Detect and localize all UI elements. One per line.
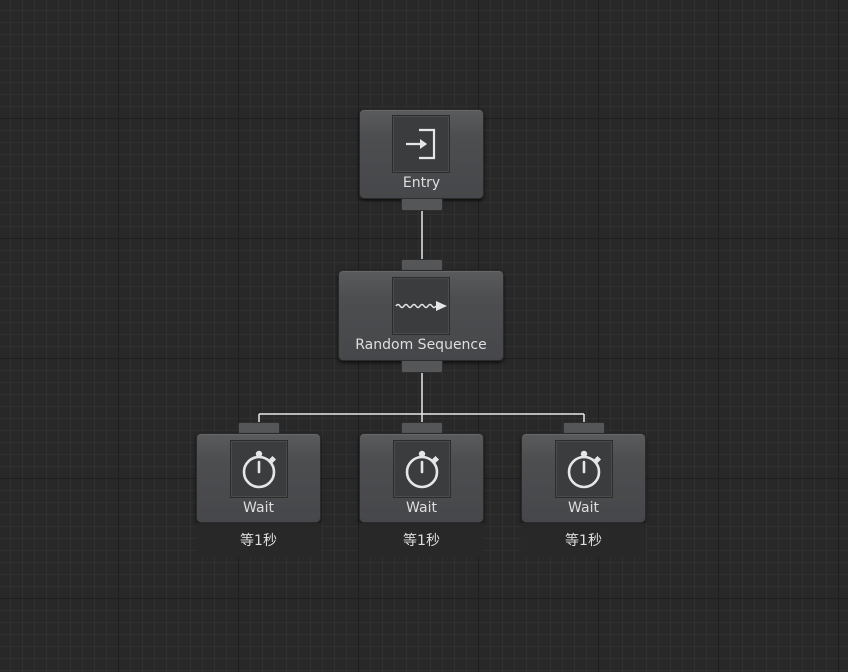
wait-3-icon-box xyxy=(555,440,613,498)
entry-icon-box xyxy=(392,115,450,173)
stopwatch-icon xyxy=(242,450,277,489)
entry-arrow-icon xyxy=(406,128,436,160)
wait-1-icon-box xyxy=(230,440,288,498)
random-sequence-node[interactable]: Random Sequence xyxy=(338,270,504,361)
wait-node-3-label: Wait xyxy=(568,500,599,516)
random-sequence-icon-box xyxy=(392,277,450,335)
wait-node-3-comment: 等1秒 xyxy=(521,523,646,557)
entry-output-port[interactable] xyxy=(401,198,443,211)
wavy-arrow-icon xyxy=(395,301,447,311)
stopwatch-icon xyxy=(567,450,602,489)
stopwatch-icon xyxy=(405,450,440,489)
entry-node-label: Entry xyxy=(402,175,441,191)
wait-node-2-comment: 等1秒 xyxy=(359,523,484,557)
entry-node[interactable]: Entry xyxy=(359,109,484,199)
wait-node-2[interactable]: Wait xyxy=(359,433,484,523)
wait-node-1[interactable]: Wait xyxy=(196,433,321,523)
wait-2-icon-box xyxy=(393,440,451,498)
wait-node-2-label: Wait xyxy=(406,500,437,516)
wait-node-1-comment: 等1秒 xyxy=(196,523,321,557)
wait-node-1-label: Wait xyxy=(243,500,274,516)
sequence-output-port[interactable] xyxy=(401,360,443,373)
random-sequence-node-label: Random Sequence xyxy=(355,337,487,353)
wait-node-3[interactable]: Wait xyxy=(521,433,646,523)
